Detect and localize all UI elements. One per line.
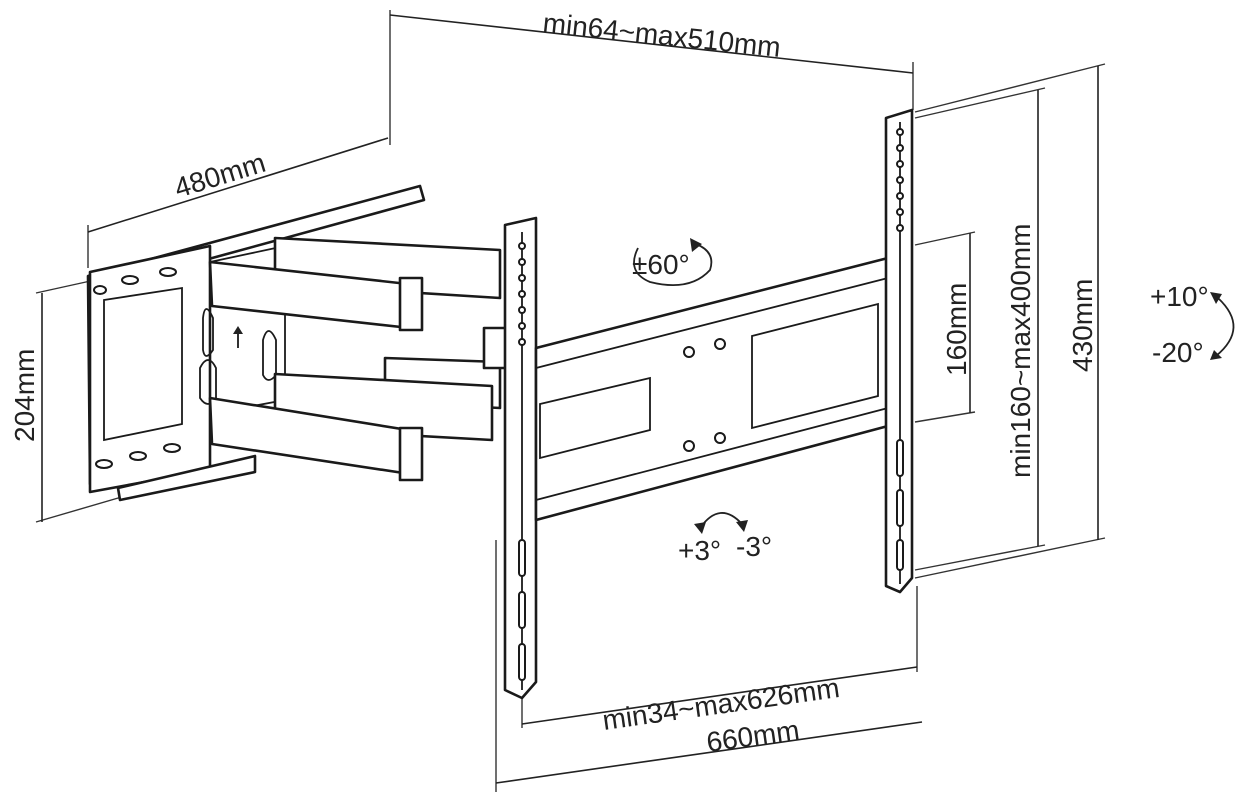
level-arrowhead-right <box>736 520 748 532</box>
pivot-slot <box>202 308 214 357</box>
rail-hole <box>518 338 526 346</box>
crossbar-hole <box>714 338 726 350</box>
horizontal-crossbar <box>534 256 890 522</box>
rail-hole <box>896 160 904 168</box>
ext-line-204-bottom <box>35 495 126 523</box>
label-bracket-width: 660mm <box>705 714 802 758</box>
dim-line-bracket-width <box>495 721 923 784</box>
wall-plate <box>86 184 426 502</box>
rail-hole <box>518 274 526 282</box>
rail-slot <box>518 591 526 629</box>
crossbar-hole <box>714 432 726 444</box>
motion-indicators <box>633 238 1235 534</box>
ext-line-204-top <box>35 279 96 294</box>
left-rail <box>503 216 538 700</box>
crossbar <box>534 256 890 522</box>
rail-hole <box>896 192 904 200</box>
articulating-arms <box>208 236 508 482</box>
ext-line-160-top <box>914 231 976 246</box>
rotation-arrowhead <box>690 238 702 252</box>
wall-plate-slot <box>163 443 181 453</box>
ext-line-430-top <box>914 63 1106 113</box>
label-tilt-down: -20° <box>1152 337 1204 368</box>
rail-hole <box>518 290 526 298</box>
wall-plate-slot <box>129 451 147 461</box>
up-arrow-mark-head <box>233 326 243 334</box>
left-vertical-rail <box>503 216 538 700</box>
rail-slot <box>518 539 526 577</box>
label-short-spacing: 160mm <box>941 283 972 376</box>
tilt-arrow <box>1215 297 1235 357</box>
label-level-minus: -3° <box>736 531 772 562</box>
label-bracket-height: 430mm <box>1067 279 1098 372</box>
arm-bracket-joint <box>482 326 508 370</box>
rail-slot <box>896 489 904 527</box>
ext-line-430-bottom <box>914 537 1106 579</box>
label-rotation: ±60° <box>632 249 690 280</box>
rotation-arrow <box>633 243 713 287</box>
rail-hole <box>896 144 904 152</box>
rail-slot <box>896 439 904 477</box>
label-vesa-height-range: min160~max400mm <box>1005 224 1036 478</box>
wall-plate-slot <box>95 459 113 469</box>
ext-line-vesa-bottom <box>914 544 1046 571</box>
wall-plate-slot <box>93 285 107 295</box>
tilt-arrowhead-top <box>1210 292 1222 304</box>
rail-hole <box>518 306 526 314</box>
right-rail <box>884 108 914 594</box>
rail-slot <box>896 539 904 571</box>
wall-plate-slot <box>121 275 139 285</box>
upper-arm-joint <box>398 276 424 332</box>
crossbar-window <box>751 302 879 430</box>
rail-hole <box>896 128 904 136</box>
level-arrowhead-left <box>694 522 706 534</box>
crossbar-hole <box>683 346 695 358</box>
ext-line-vesa-top <box>914 87 1046 119</box>
crossbar-bottom-edge <box>535 407 889 501</box>
level-arrow <box>699 512 743 529</box>
dim-line-vesa-width <box>521 666 918 725</box>
label-wall-plate-height: 204mm <box>9 349 40 442</box>
rail-hole <box>518 242 526 250</box>
tilt-arrowhead-bottom <box>1210 350 1222 360</box>
wall-plate-slot <box>159 267 177 277</box>
ext-line-160-bottom <box>914 411 976 423</box>
wall-plate-face <box>88 244 212 494</box>
rail-hole <box>896 224 904 232</box>
dim-line-wall-plate-width <box>87 137 389 233</box>
rail-slot <box>518 643 526 681</box>
rail-hole <box>518 322 526 330</box>
right-vertical-rail <box>884 108 914 594</box>
label-wall-plate-width: 480mm <box>171 147 269 204</box>
dim-line-top-width <box>389 14 914 74</box>
crossbar-top-edge <box>535 277 889 369</box>
label-level-plus: +3° <box>678 535 721 566</box>
rail-hole <box>896 208 904 216</box>
rail-hole <box>518 258 526 266</box>
wall-plate-window <box>103 286 183 442</box>
label-top-width: min64~max510mm <box>541 7 782 63</box>
crossbar-arm-socket <box>539 376 651 460</box>
wall-plate-bottom-flange <box>116 454 257 502</box>
lower-arm-joint <box>398 426 424 482</box>
crossbar-hole <box>683 440 695 452</box>
dimension-lines <box>35 10 1106 792</box>
rail-hole <box>896 176 904 184</box>
pivot-slot <box>262 330 277 381</box>
label-tilt-up: +10° <box>1150 281 1209 312</box>
